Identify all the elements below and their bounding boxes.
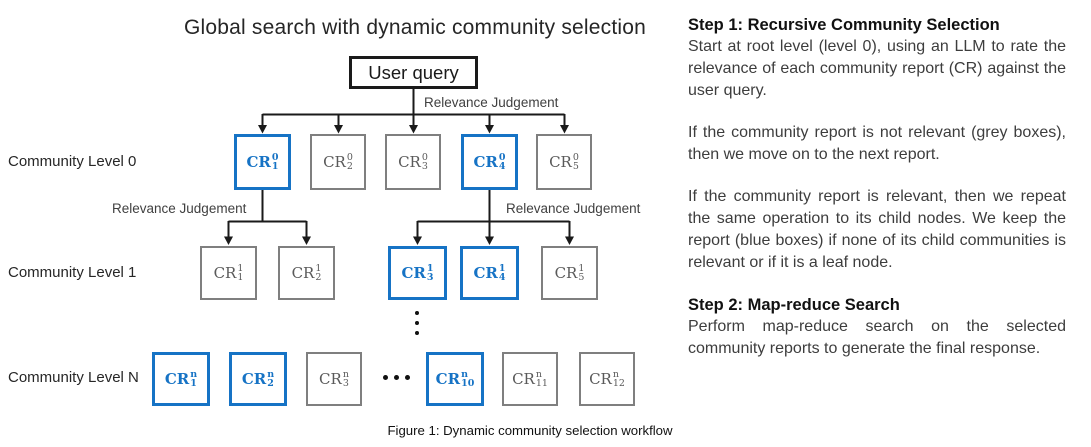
figure-caption: Figure 1: Dynamic community selection wo… xyxy=(387,423,673,438)
user-query-node: User query xyxy=(349,56,478,89)
step1-paragraph-1: Start at root level (level 0), using an … xyxy=(688,38,1066,99)
step1-paragraph-2: If the community report is not relevant … xyxy=(688,124,1066,163)
row-label-level-n: Community Level N xyxy=(8,369,139,386)
row-label-level-0: Community Level 0 xyxy=(8,153,137,170)
vertical-ellipsis-icon xyxy=(415,311,419,335)
step1-paragraph-3: If the community report is relevant, the… xyxy=(688,188,1066,271)
horizontal-ellipsis-icon xyxy=(383,375,410,380)
row-label-level-1: Community Level 1 xyxy=(8,264,137,281)
step2-paragraph-1: Perform map-reduce search on the selecte… xyxy=(688,318,1066,357)
edge-label-right-subtree: Relevance Judgement xyxy=(506,201,641,216)
diagram-title: Global search with dynamic community sel… xyxy=(183,16,647,39)
step1-heading: Step 1: Recursive Community Selection xyxy=(688,16,1000,34)
edge-label-root: Relevance Judgement xyxy=(424,95,559,110)
tree-connector-lines xyxy=(224,88,574,245)
user-query-label: User query xyxy=(368,61,459,83)
edge-label-left-subtree: Relevance Judgement xyxy=(112,201,247,216)
step2-heading: Step 2: Map-reduce Search xyxy=(688,296,900,314)
explanation-panel: Step 1: Recursive Community Selection St… xyxy=(688,14,1066,360)
